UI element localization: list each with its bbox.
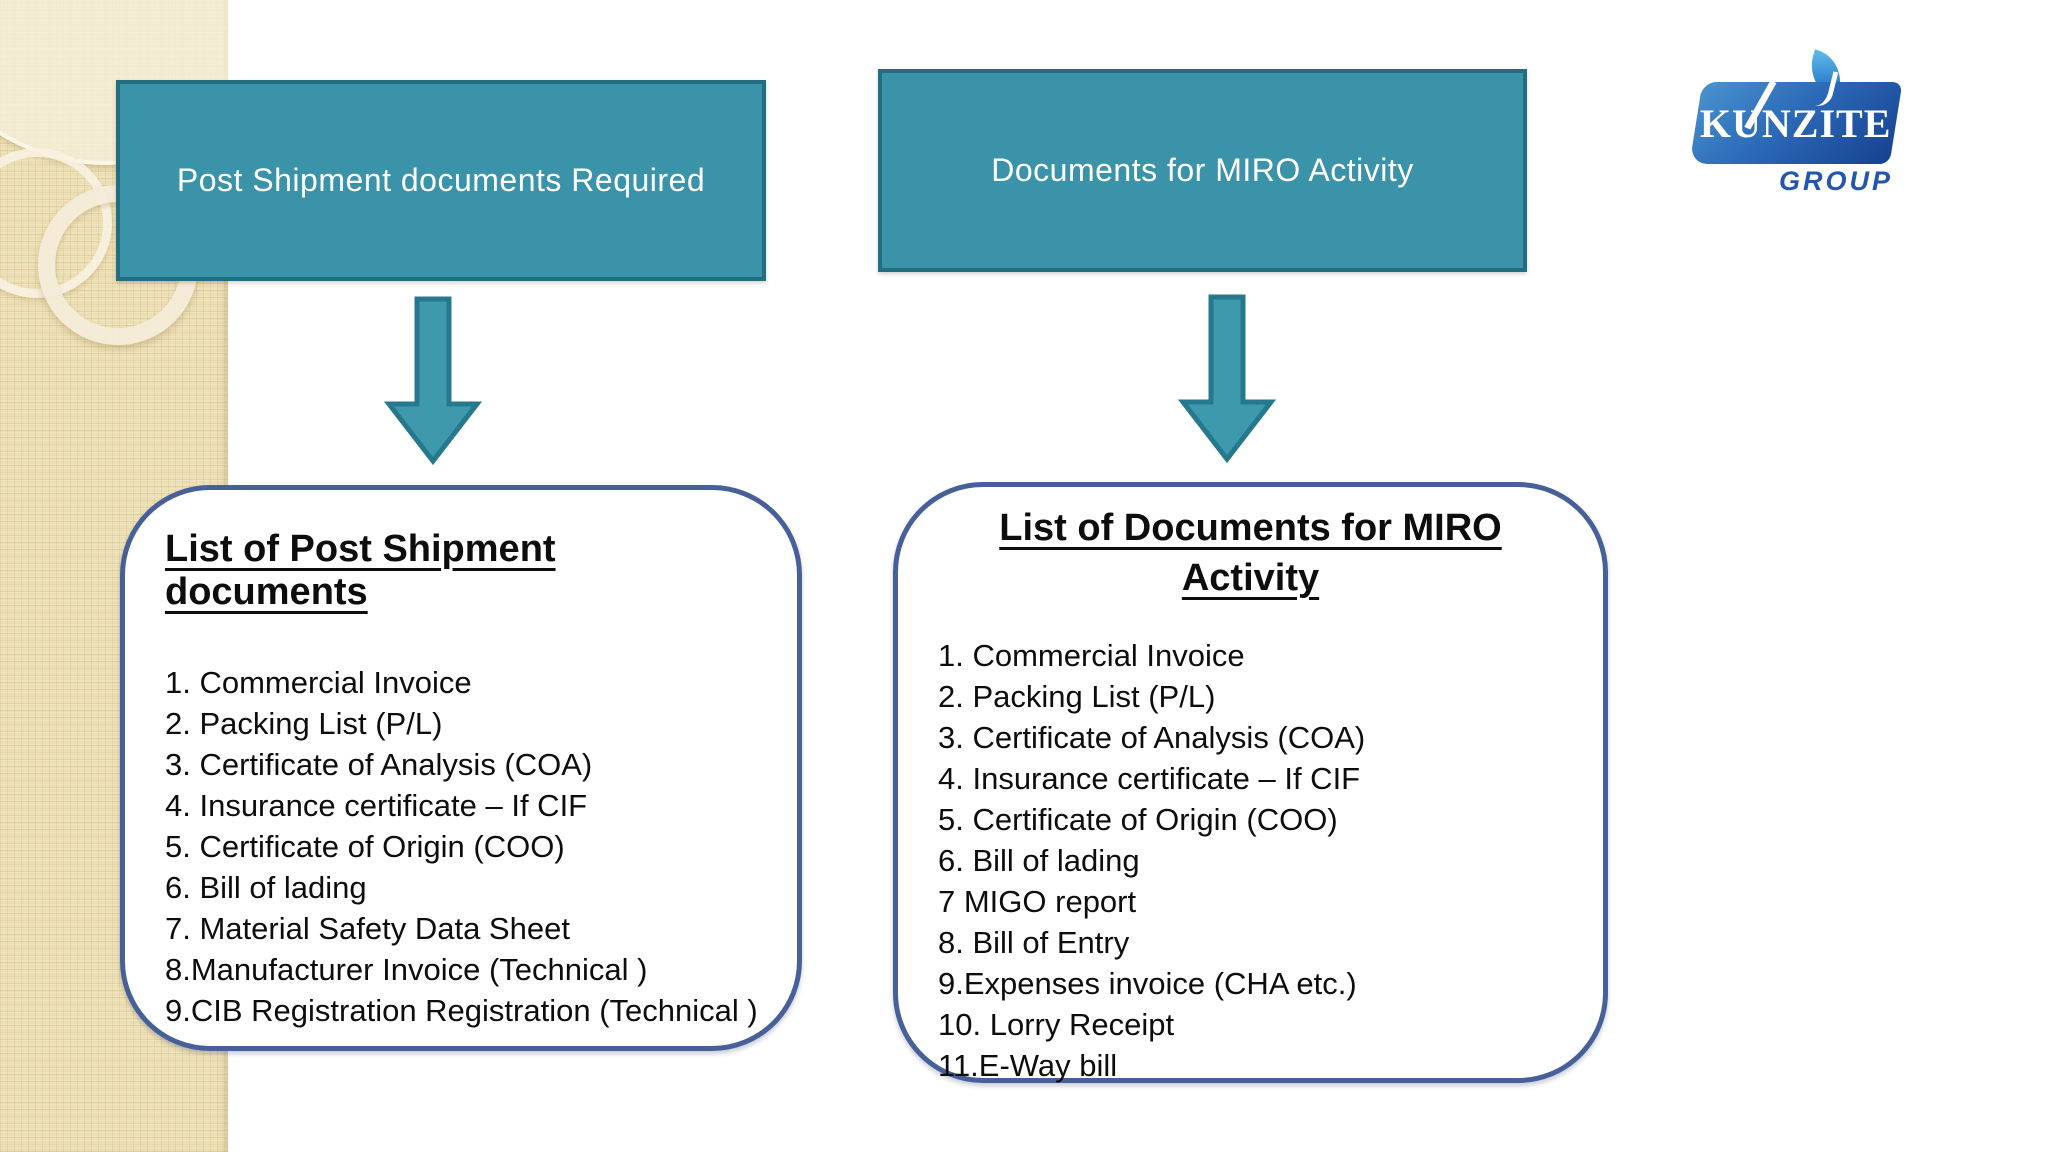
panel-post-shipment-title: List of Post Shipment documents <box>165 528 556 613</box>
panel-miro-title: List of Documents for MIRO Activity <box>918 503 1583 603</box>
header-box-post-shipment: Post Shipment documents Required <box>116 80 766 281</box>
list-item: 1. Commercial Invoice <box>938 638 1245 673</box>
header-box-miro: Documents for MIRO Activity <box>878 69 1527 272</box>
panel-miro-title-line1: List of Documents for MIRO <box>999 507 1502 549</box>
list-item: 2. Packing List (P/L) <box>938 679 1216 714</box>
down-arrow-icon-left <box>378 296 488 466</box>
post-shipment-document-list: 1. Commercial Invoice 2. Packing List (P… <box>165 662 781 1031</box>
list-item: 3. Certificate of Analysis (COA) <box>165 747 593 782</box>
list-item: 9.Expenses invoice (CHA etc.) <box>938 966 1357 1001</box>
logo-subtitle-text: GROUP <box>1778 166 1893 196</box>
logo-shape: KUNZITE <box>1689 80 1903 164</box>
down-arrow-icon-right <box>1172 294 1282 464</box>
list-item: 10. Lorry Receipt <box>938 1007 1175 1042</box>
panel-miro-title-line2: Activity <box>1181 557 1320 599</box>
list-item: 8. Bill of Entry <box>938 925 1130 960</box>
list-item: 1. Commercial Invoice <box>165 665 472 700</box>
list-item: 7. Material Safety Data Sheet <box>165 911 570 946</box>
list-item: 3. Certificate of Analysis (COA) <box>938 720 1366 755</box>
list-item: 6. Bill of lading <box>165 870 367 905</box>
list-item: 5. Certificate of Origin (COO) <box>938 802 1338 837</box>
list-item: 4. Insurance certificate – If CIF <box>938 761 1361 796</box>
list-item: 11.E-Way bill <box>938 1048 1118 1083</box>
list-item: 5. Certificate of Origin (COO) <box>165 829 565 864</box>
miro-document-list: 1. Commercial Invoice 2. Packing List (P… <box>938 635 1589 1086</box>
header-box-post-shipment-label: Post Shipment documents Required <box>176 162 706 198</box>
list-item: 2. Packing List (P/L) <box>165 706 443 741</box>
list-item: 6. Bill of lading <box>938 843 1140 878</box>
list-item: 7 MIGO report <box>938 884 1137 919</box>
panel-miro-list: List of Documents for MIRO Activity 1. C… <box>893 482 1608 1083</box>
header-box-miro-label: Documents for MIRO Activity <box>991 152 1414 188</box>
list-item: 4. Insurance certificate – If CIF <box>165 788 588 823</box>
list-item: 8.Manufacturer Invoice (Technical ) <box>165 952 648 987</box>
logo-brand-text: KUNZITE <box>1700 100 1892 146</box>
kunzite-group-logo: KUNZITE GROUP <box>1689 49 1905 197</box>
panel-post-shipment-list: List of Post Shipment documents 1. Comme… <box>120 485 802 1051</box>
list-item: 9.CIB Registration Registration (Technic… <box>165 993 758 1028</box>
